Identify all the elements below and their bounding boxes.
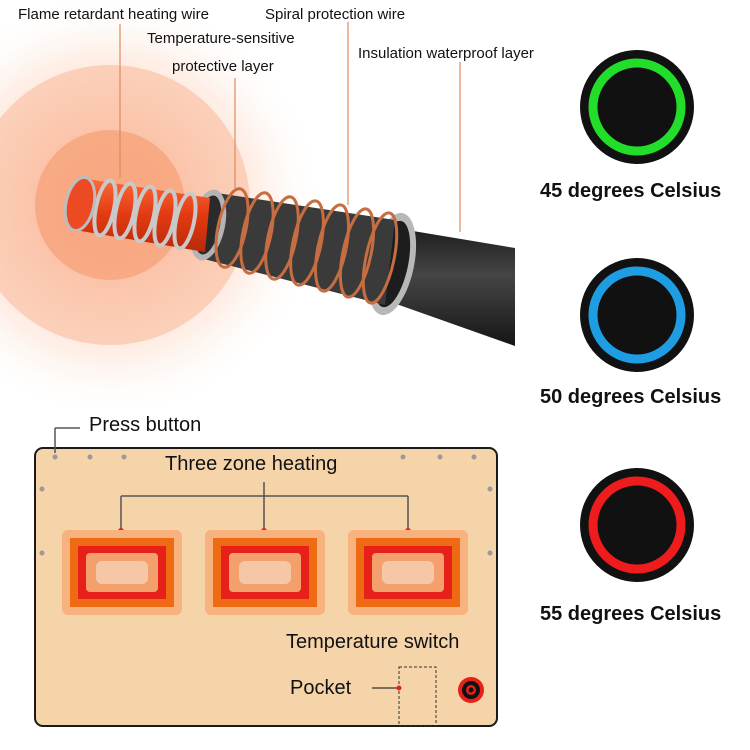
- label-press-button: Press button: [89, 414, 202, 436]
- indicator-45: [580, 50, 694, 164]
- label-55-degrees: 55 degrees Celsius: [540, 603, 722, 625]
- indicator-50: [580, 258, 694, 372]
- press-button-dots: [39, 454, 493, 556]
- indicator-ring: [588, 476, 686, 574]
- heating-cable: [63, 175, 515, 346]
- label-insulation-waterproof-layer: Insulation waterproof layer: [358, 45, 534, 62]
- label-50-degrees: 50 degrees Celsius: [540, 386, 722, 408]
- pocket-outline: [398, 666, 437, 727]
- temperature-switch: [458, 677, 484, 703]
- heating-zone-2: [205, 530, 325, 615]
- cable-leader-lines: [119, 22, 461, 232]
- heating-zone-3: [348, 530, 468, 615]
- inner-spiral-wire: [92, 178, 198, 251]
- core-end: [65, 177, 95, 231]
- insulation-jacket: [385, 228, 515, 346]
- label-protective-layer: protective layer: [172, 58, 274, 75]
- heating-pad-panel: [34, 447, 498, 727]
- spiral-protection-wire: [214, 187, 399, 305]
- label-temperature-sensitive: Temperature-sensitive: [147, 30, 295, 47]
- label-temperature-switch: Temperature switch: [286, 631, 460, 653]
- label-pocket: Pocket: [290, 677, 352, 699]
- press-button-leader: [54, 427, 80, 453]
- heating-zone-1: [62, 530, 182, 615]
- label-three-zone-heating: Three zone heating: [165, 453, 338, 475]
- label-45-degrees: 45 degrees Celsius: [540, 180, 722, 202]
- zone-bracket: [120, 482, 409, 530]
- indicator-ring: [588, 58, 686, 156]
- indicator-55: [580, 468, 694, 582]
- label-flame-retardant-heating-wire: Flame retardant heating wire: [18, 6, 209, 23]
- label-spiral-protection-wire: Spiral protection wire: [265, 6, 406, 23]
- indicator-ring: [588, 266, 686, 364]
